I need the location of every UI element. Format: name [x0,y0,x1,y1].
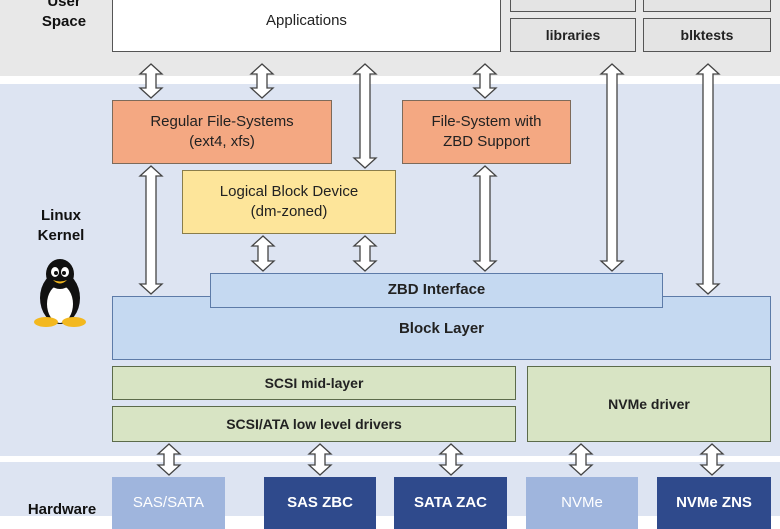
arrow-apps-to-dm-zoned [352,63,378,169]
user-space-top-box-1 [510,0,636,12]
hardware-label: Hardware [27,501,97,518]
applications-box: Applications [112,0,501,52]
arrow-dm-zoned-to-zbd-interface-2 [352,235,378,272]
arrow-driver-to-nvme-zns [699,443,725,476]
arrow-driver-to-nvme [568,443,594,476]
arrow-driver-to-sata-zac [438,443,464,476]
tux-penguin-icon [34,259,86,327]
arrow-zbd-fs-to-zbd-interface [472,165,498,272]
arrow-driver-to-sas-sata [156,443,182,476]
regular-file-systems-box: Regular File-Systems (ext4, xfs) [112,100,332,164]
user-space-top-box-2 [643,0,771,12]
arrow-blktests-to-block-layer [695,63,721,295]
logical-block-device-box: Logical Block Device (dm-zoned) [182,170,396,234]
arrow-driver-to-sas-zbc [307,443,333,476]
block-layer-label: Block Layer [398,319,485,337]
user-space-label: User Space [41,0,87,30]
device-nvme: NVMe [526,477,638,529]
device-nvme-zns: NVMe ZNS [657,477,771,529]
arrow-apps-to-zbd-fs [472,63,498,99]
zbd-interface-box: ZBD Interface [210,273,663,308]
scsi-mid-layer-box: SCSI mid-layer [112,366,516,400]
scsi-ata-drivers-box: SCSI/ATA low level drivers [112,406,516,442]
device-sata-zac: SATA ZAC [394,477,507,529]
libraries-box: libraries [510,18,636,52]
zbd-file-system-box: File-System with ZBD Support [402,100,571,164]
arrow-regular-fs-to-block-layer [138,165,164,295]
arrow-apps-to-regular-fs-2 [249,63,275,99]
device-sas-sata: SAS/SATA [112,477,225,529]
arrows-layer [138,63,725,476]
arrow-apps-to-regular-fs [138,63,164,99]
arrow-dm-zoned-to-zbd-interface-1 [250,235,276,272]
device-sas-zbc: SAS ZBC [264,477,376,529]
linux-kernel-label: Linux Kernel [37,207,85,244]
blktests-box: blktests [643,18,771,52]
nvme-driver-box: NVMe driver [527,366,771,442]
arrow-libraries-to-zbd-interface [599,63,625,272]
